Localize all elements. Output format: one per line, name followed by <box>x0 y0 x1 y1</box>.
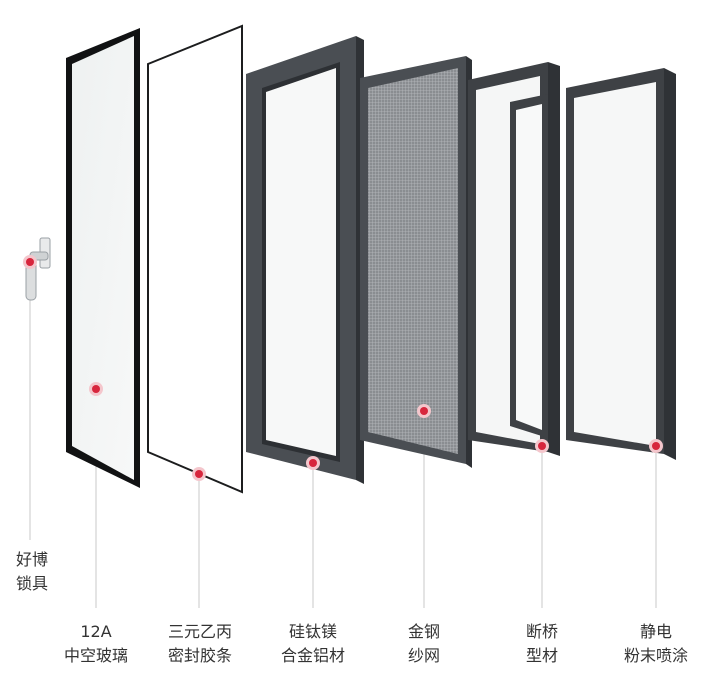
label-seal: 三元乙丙 密封胶条 <box>145 620 255 668</box>
label-screen-line1: 金钢 <box>407 622 440 641</box>
label-glass: 12A 中空玻璃 <box>41 620 151 668</box>
screen-mesh-icon <box>360 56 472 468</box>
label-screen-line2: 纱网 <box>407 646 440 665</box>
label-profile-line2: 型材 <box>525 646 558 665</box>
label-coating-line2: 粉末喷涂 <box>623 646 688 665</box>
label-lock-line2: 锁具 <box>15 574 48 593</box>
powder-coated-frame-icon <box>566 68 676 460</box>
label-screen: 金钢 纱网 <box>369 620 479 668</box>
label-lock: 好博 锁具 <box>0 548 87 596</box>
label-seal-line1: 三元乙丙 <box>167 622 232 641</box>
marker-dots <box>23 255 663 481</box>
glass-pane-icon <box>66 28 140 488</box>
thermal-break-profile-icon <box>468 62 560 456</box>
label-seal-line2: 密封胶条 <box>167 646 232 665</box>
label-profile-line1: 断桥 <box>525 622 558 641</box>
label-lock-line1: 好博 <box>15 550 48 569</box>
handle-icon <box>25 237 51 301</box>
aluminum-frame-icon <box>246 36 364 484</box>
label-frame: 硅钛镁 合金铝材 <box>258 620 368 668</box>
label-glass-line2: 中空玻璃 <box>63 646 128 665</box>
label-glass-line1: 12A <box>80 622 112 641</box>
label-frame-line1: 硅钛镁 <box>288 622 337 641</box>
label-coating: 静电 粉末喷涂 <box>601 620 707 668</box>
label-coating-line1: 静电 <box>639 622 672 641</box>
seal-strip-icon <box>147 24 243 494</box>
label-frame-line2: 合金铝材 <box>280 646 345 665</box>
label-profile: 断桥 型材 <box>487 620 597 668</box>
